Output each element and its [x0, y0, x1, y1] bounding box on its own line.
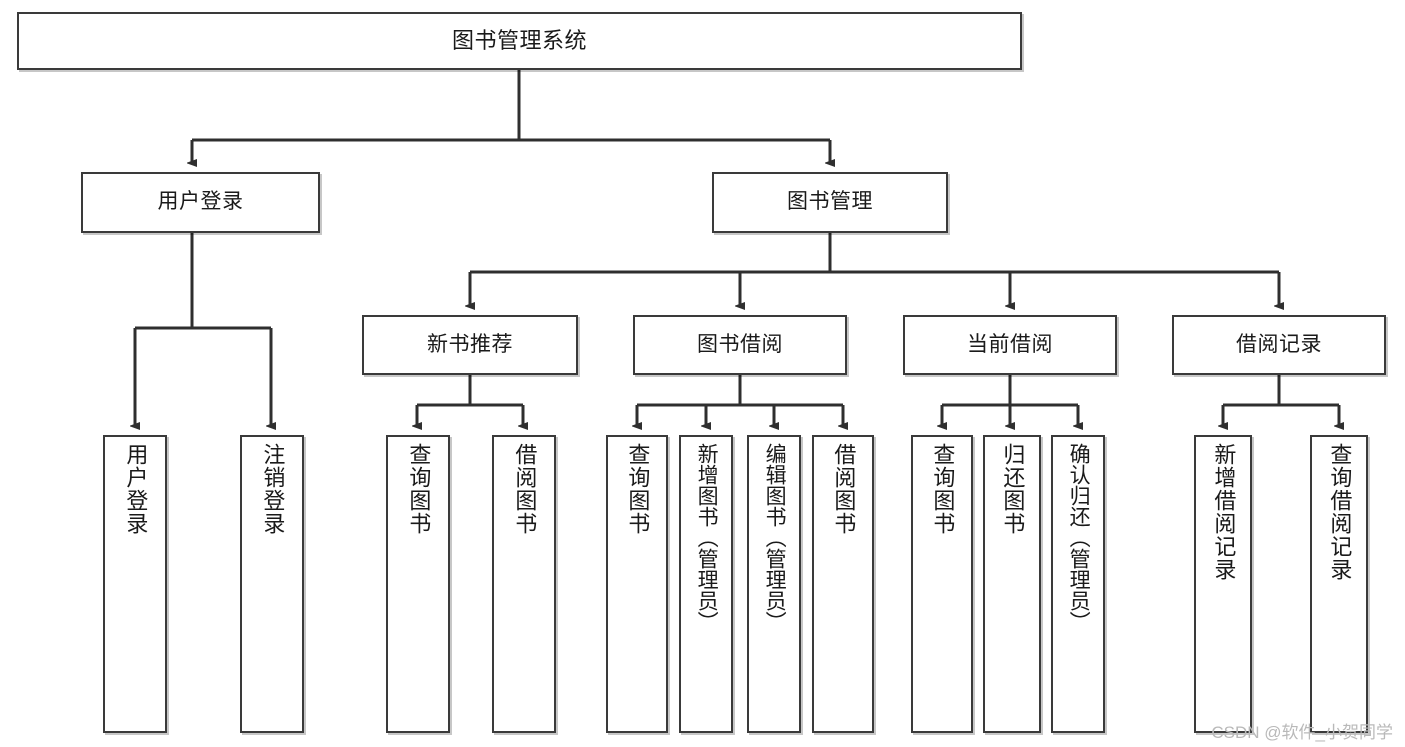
node-label: 图书借阅 — [697, 332, 783, 356]
leaf-borrow-book[interactable]: 借阅图书 — [812, 435, 874, 733]
leaf-query-book-current[interactable]: 查询图书 — [911, 435, 973, 733]
node-user-login[interactable]: 用户登录 — [81, 172, 320, 233]
node-borrow-record[interactable]: 借阅记录 — [1172, 315, 1386, 375]
node-book-borrow[interactable]: 图书借阅 — [633, 315, 847, 375]
csdn-watermark: CSDN @软件_小贺同学 — [1211, 723, 1393, 742]
node-label: 查询图书 — [625, 443, 651, 535]
node-label: 注销登录 — [260, 443, 286, 535]
node-book-management[interactable]: 图书管理 — [712, 172, 948, 233]
leaf-confirm-return-admin[interactable]: 确认归还（管理员） — [1051, 435, 1105, 733]
leaf-logout[interactable]: 注销登录 — [240, 435, 304, 733]
leaf-query-book-recommend[interactable]: 查询图书 — [386, 435, 450, 733]
node-root-library-management-system[interactable]: 图书管理系统 — [17, 12, 1022, 70]
node-label: 图书管理 — [787, 190, 873, 214]
node-label: 查询借阅记录 — [1327, 443, 1353, 581]
node-label: 新增图书（管理员） — [695, 443, 719, 632]
node-new-book-recommend[interactable]: 新书推荐 — [362, 315, 578, 375]
node-label: 借阅图书 — [831, 443, 857, 535]
leaf-add-borrow-record[interactable]: 新增借阅记录 — [1194, 435, 1252, 733]
node-label: 查询图书 — [930, 443, 956, 535]
node-label: 新书推荐 — [427, 332, 513, 356]
node-label: 借阅图书 — [512, 443, 538, 535]
node-label: 用户登录 — [123, 443, 149, 535]
node-label: 用户登录 — [157, 190, 244, 214]
leaf-query-book-borrow[interactable]: 查询图书 — [606, 435, 668, 733]
leaf-user-login[interactable]: 用户登录 — [103, 435, 167, 733]
node-label: 新增借阅记录 — [1211, 443, 1237, 581]
leaf-edit-book-admin[interactable]: 编辑图书（管理员） — [747, 435, 801, 733]
node-label: 编辑图书（管理员） — [763, 443, 787, 632]
node-label: 当前借阅 — [967, 332, 1053, 356]
leaf-borrow-book-recommend[interactable]: 借阅图书 — [492, 435, 556, 733]
node-label: 确认归还（管理员） — [1067, 443, 1091, 632]
node-label: 归还图书 — [1000, 443, 1026, 535]
leaf-add-book-admin[interactable]: 新增图书（管理员） — [679, 435, 733, 733]
leaf-return-book[interactable]: 归还图书 — [983, 435, 1041, 733]
node-label: 查询图书 — [406, 443, 432, 535]
node-current-borrow[interactable]: 当前借阅 — [903, 315, 1117, 375]
leaf-query-borrow-record[interactable]: 查询借阅记录 — [1310, 435, 1368, 733]
node-label: 借阅记录 — [1236, 332, 1322, 356]
node-label: 图书管理系统 — [451, 28, 587, 54]
